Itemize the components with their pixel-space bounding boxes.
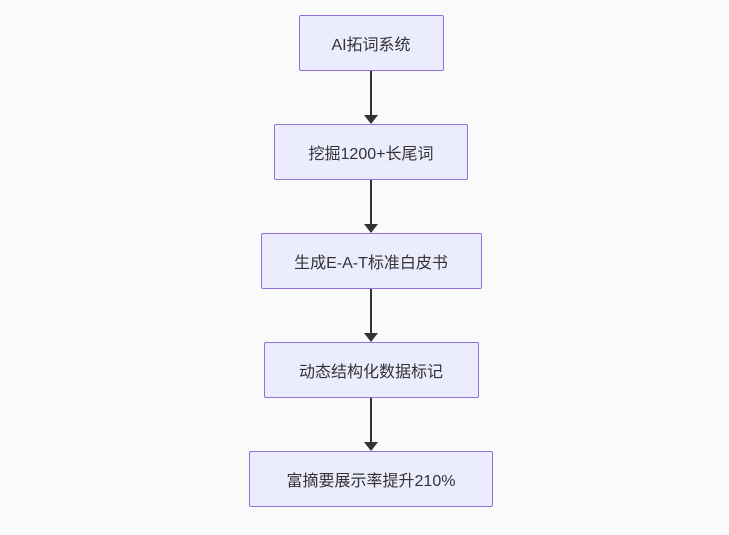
flow-arrow-3: [364, 289, 378, 342]
arrowhead-down-icon: [364, 442, 378, 451]
arrow-line: [370, 289, 372, 334]
flow-node-1-label: AI拓词系统: [331, 37, 411, 54]
arrow-line: [370, 398, 372, 443]
flow-arrow-1: [364, 71, 378, 124]
flow-node-5: 富摘要展示率提升210%: [249, 451, 493, 507]
flow-node-4: 动态结构化数据标记: [263, 342, 479, 398]
flow-node-3: 生成E-A-T标准白皮书: [260, 233, 482, 289]
flow-node-2-label: 挖掘1200+长尾词: [308, 146, 434, 163]
flow-node-1: AI拓词系统: [298, 15, 444, 71]
arrowhead-down-icon: [364, 333, 378, 342]
flow-node-5-label: 富摘要展示率提升210%: [286, 473, 456, 490]
arrow-line: [370, 71, 372, 116]
arrowhead-down-icon: [364, 224, 378, 233]
arrowhead-down-icon: [364, 115, 378, 124]
flow-node-2: 挖掘1200+长尾词: [274, 124, 468, 180]
flow-arrow-4: [364, 398, 378, 451]
flow-node-4-label: 动态结构化数据标记: [298, 364, 443, 381]
arrow-line: [370, 180, 372, 225]
flowchart: AI拓词系统 挖掘1200+长尾词 生成E-A-T标准白皮书 动态结构化数据标记…: [249, 15, 493, 507]
flow-arrow-2: [364, 180, 378, 233]
flow-node-3-label: 生成E-A-T标准白皮书: [294, 255, 448, 272]
